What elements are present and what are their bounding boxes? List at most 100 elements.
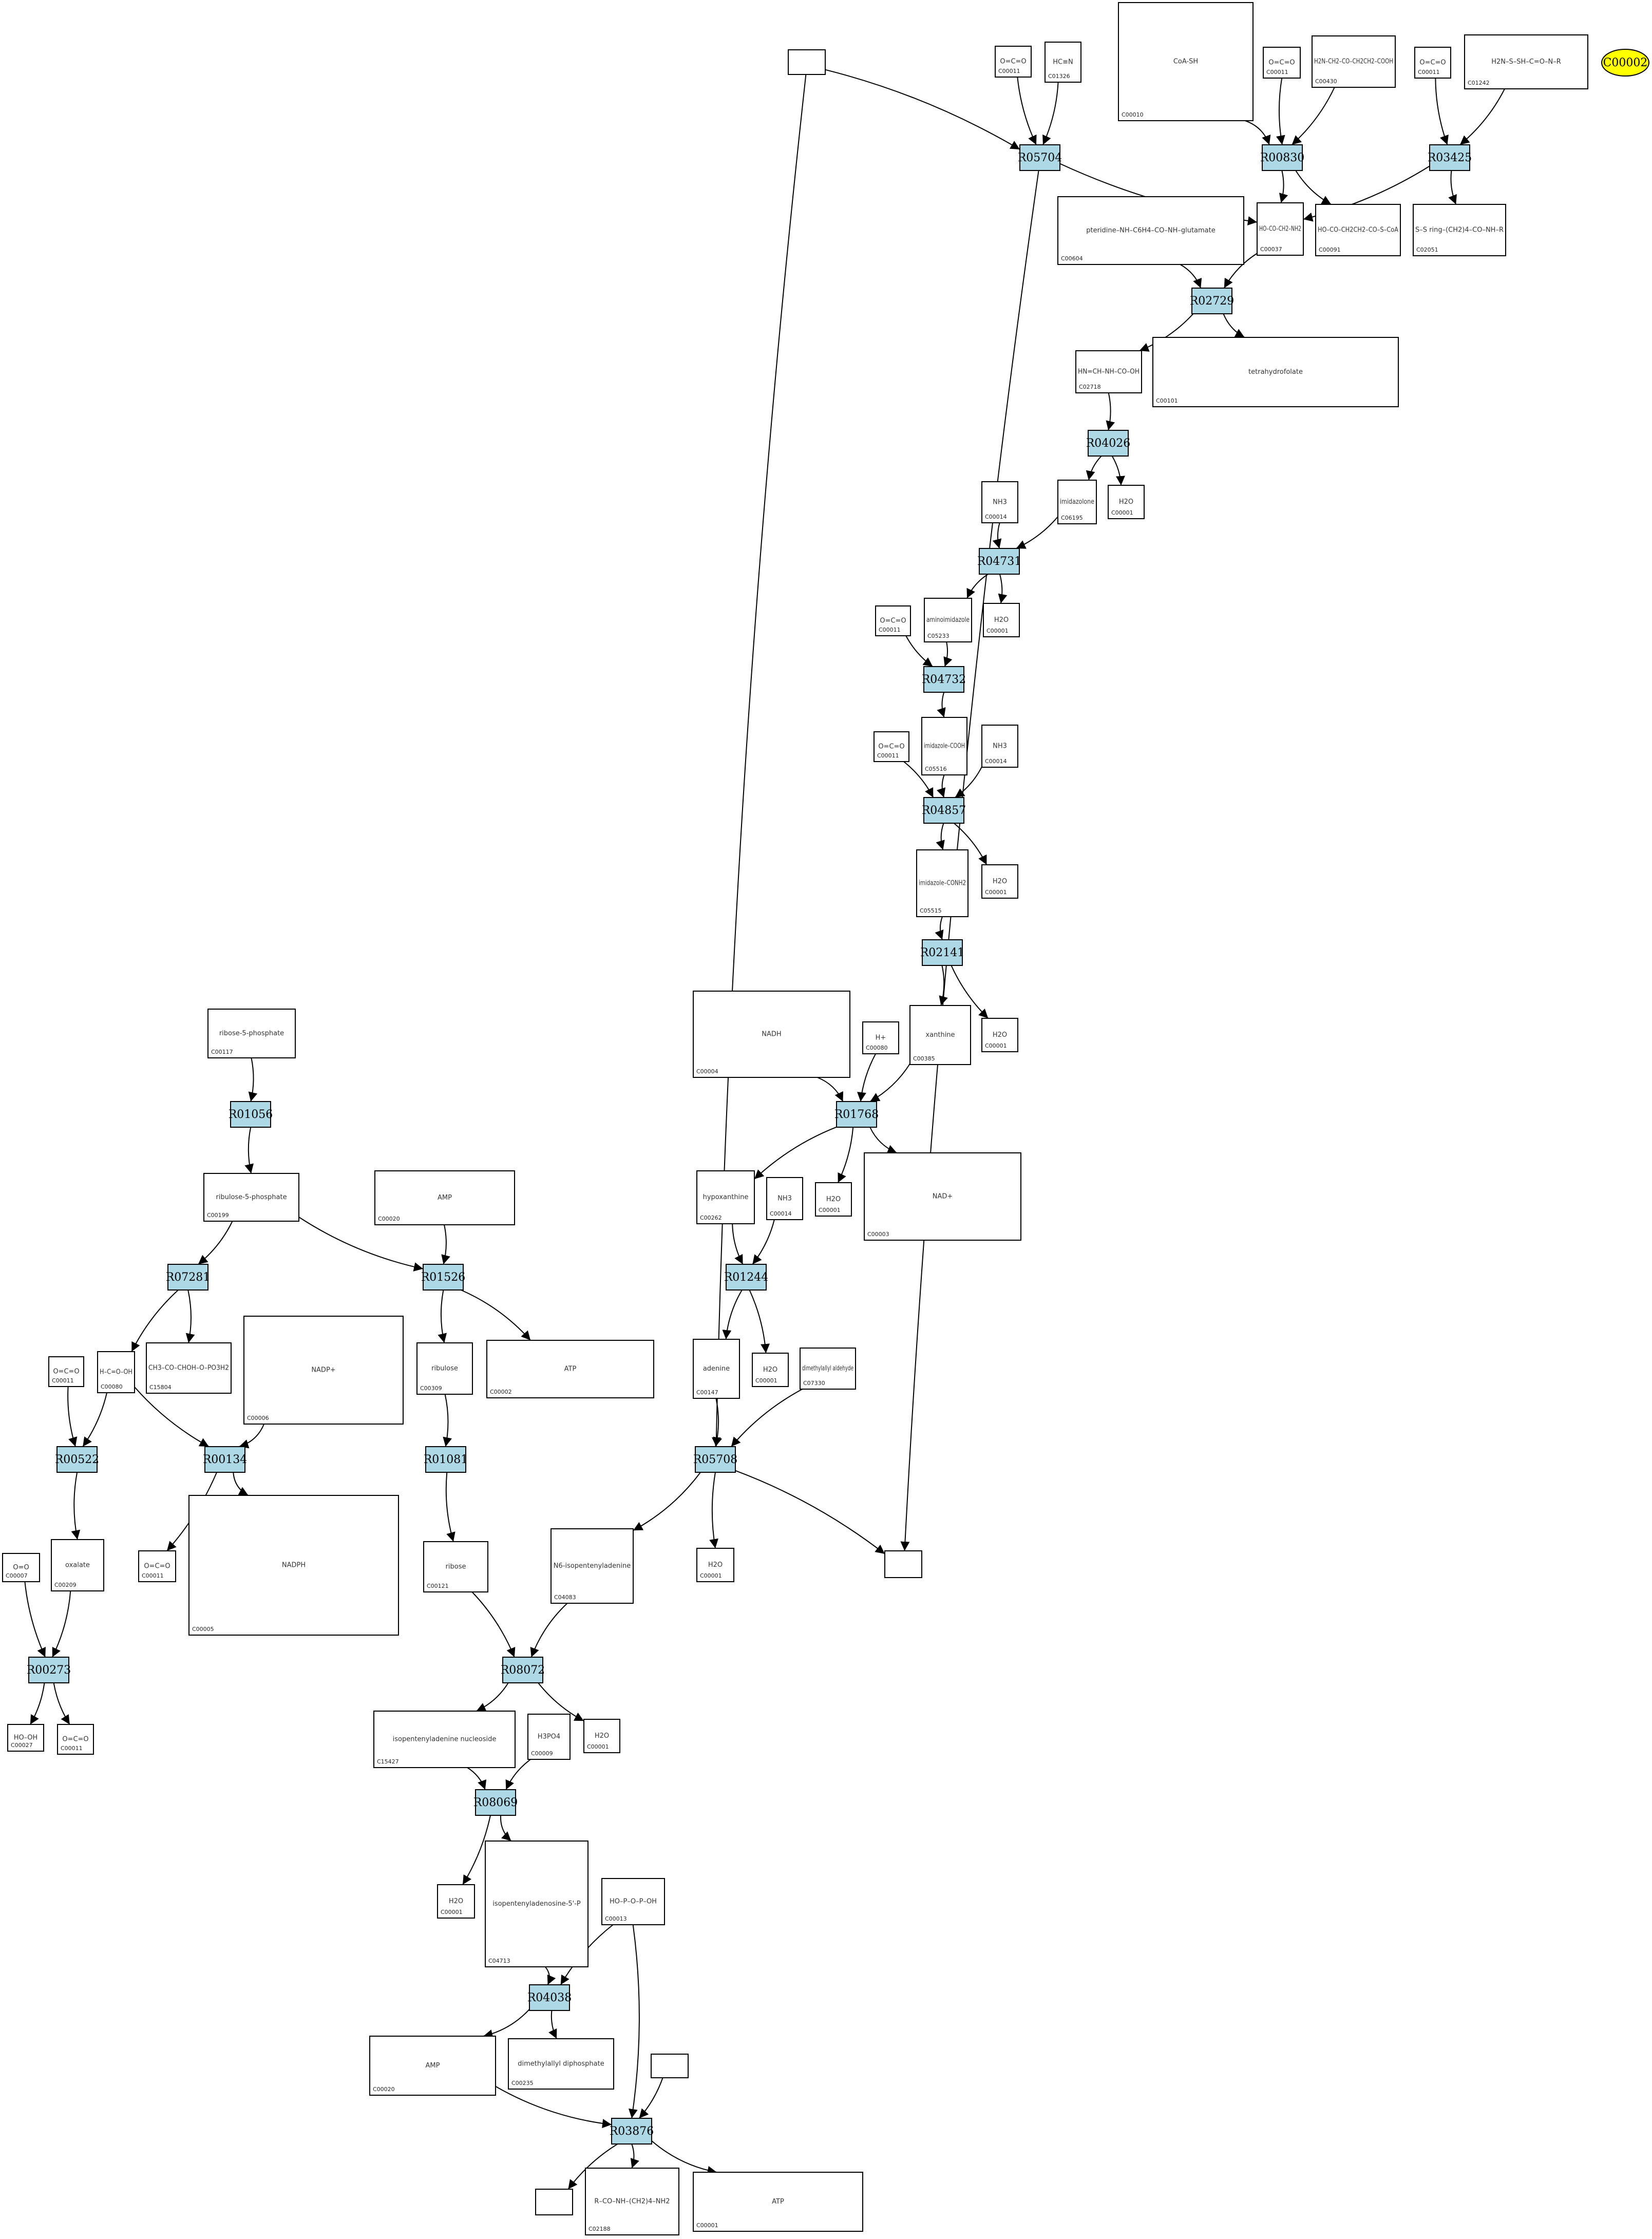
reaction-node[interactable]: R00134 [203,1446,248,1473]
reaction-node[interactable]: R02141 [920,939,965,966]
compound-box[interactable]: H+C00080 [862,1021,899,1054]
reaction-node[interactable]: R08072 [501,1657,545,1683]
reaction-node[interactable]: R03876 [610,2118,654,2145]
reaction-node[interactable]: R05708 [693,1446,738,1473]
compound-structure: imidazolone [1060,498,1094,506]
reaction-node[interactable]: R04731 [977,548,1022,575]
reaction-edge [1459,88,1505,145]
compound-box[interactable] [651,2054,689,2078]
reaction-node[interactable]: R00273 [27,1657,71,1683]
reaction-node[interactable]: R02729 [1190,288,1235,314]
reaction-node[interactable]: R04857 [922,797,966,824]
compound-box[interactable] [535,2189,573,2215]
highlighted-compound[interactable]: C00002 [1601,49,1649,77]
compound-id: C15804 [149,1384,172,1391]
reaction-node[interactable]: R07281 [166,1264,211,1291]
compound-id: C00001 [755,1377,777,1384]
compound-box[interactable]: NAD+C00003 [864,1152,1021,1241]
reaction-node[interactable]: R05704 [1018,144,1062,171]
reaction-node[interactable]: R04026 [1086,430,1131,457]
compound-box[interactable] [788,49,826,75]
compound-structure: NAD+ [933,1193,953,1201]
reaction-node[interactable]: R00522 [55,1446,100,1473]
reaction-node[interactable]: R01768 [834,1101,879,1128]
compound-structure: NH3 [777,1195,792,1203]
reaction-node[interactable]: R01526 [421,1264,466,1291]
reaction-node[interactable]: R03425 [1428,144,1472,171]
reaction-node[interactable]: R01081 [424,1446,468,1473]
reaction-node[interactable]: R04732 [922,666,966,693]
compound-box[interactable] [884,1550,922,1578]
reaction-node[interactable]: R01244 [724,1264,769,1291]
reaction-node[interactable]: R08069 [473,1789,518,1816]
compound-id: C00011 [1418,69,1440,75]
reaction-edge [476,1682,509,1712]
reaction-node[interactable]: R00830 [1260,144,1305,171]
reaction-node[interactable]: R04038 [527,1984,572,2011]
reaction-node[interactable]: R01056 [229,1101,273,1128]
compound-box[interactable]: NADP+C00006 [243,1316,404,1425]
